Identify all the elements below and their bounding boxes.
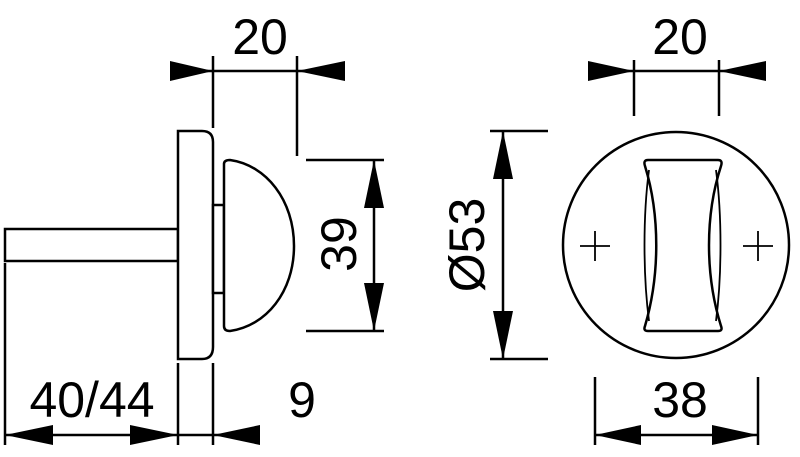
spindle-shaft — [3, 227, 180, 263]
dimension-arrow — [588, 61, 634, 81]
dimension-front-width: 20 — [652, 9, 708, 65]
dimension-rose-diameter: Ø53 — [439, 198, 495, 293]
dimension-shaft-length: 40/44 — [29, 372, 154, 428]
dimension-arrow — [493, 311, 513, 359]
dimension-arrow — [364, 160, 384, 208]
dimension-arrow — [712, 425, 758, 445]
dimension-arrow — [595, 425, 641, 445]
dimension-front-rose: 38 — [652, 372, 708, 428]
plus-icon — [743, 231, 773, 261]
diameter-dimension: Ø53 — [439, 129, 548, 361]
dimension-arrow — [364, 283, 384, 331]
thumb-turn-ridge — [715, 169, 722, 322]
rose-circle — [561, 130, 791, 360]
side-view: 20 39 40/44 9 — [3, 9, 384, 445]
dimension-arrow — [170, 61, 213, 81]
front-view: 20 38 — [561, 9, 791, 445]
dimension-arrow — [130, 425, 178, 445]
dimension-arrow — [213, 425, 260, 445]
knob-neck — [211, 203, 226, 295]
dimension-side-width: 20 — [232, 9, 288, 65]
thumb-turn-knob — [222, 158, 296, 333]
thumb-turn-front — [643, 158, 723, 333]
dimension-arrow — [493, 131, 513, 179]
dimension-arrow — [297, 61, 345, 81]
dimension-knob-height: 39 — [311, 216, 367, 272]
dimension-arrow — [719, 61, 766, 81]
rose-plate — [176, 129, 215, 361]
thumb-turn-ridge — [643, 169, 650, 322]
dimension-arrow — [5, 425, 53, 445]
plus-icon — [580, 231, 610, 261]
dimension-rose-thickness: 9 — [288, 372, 316, 428]
